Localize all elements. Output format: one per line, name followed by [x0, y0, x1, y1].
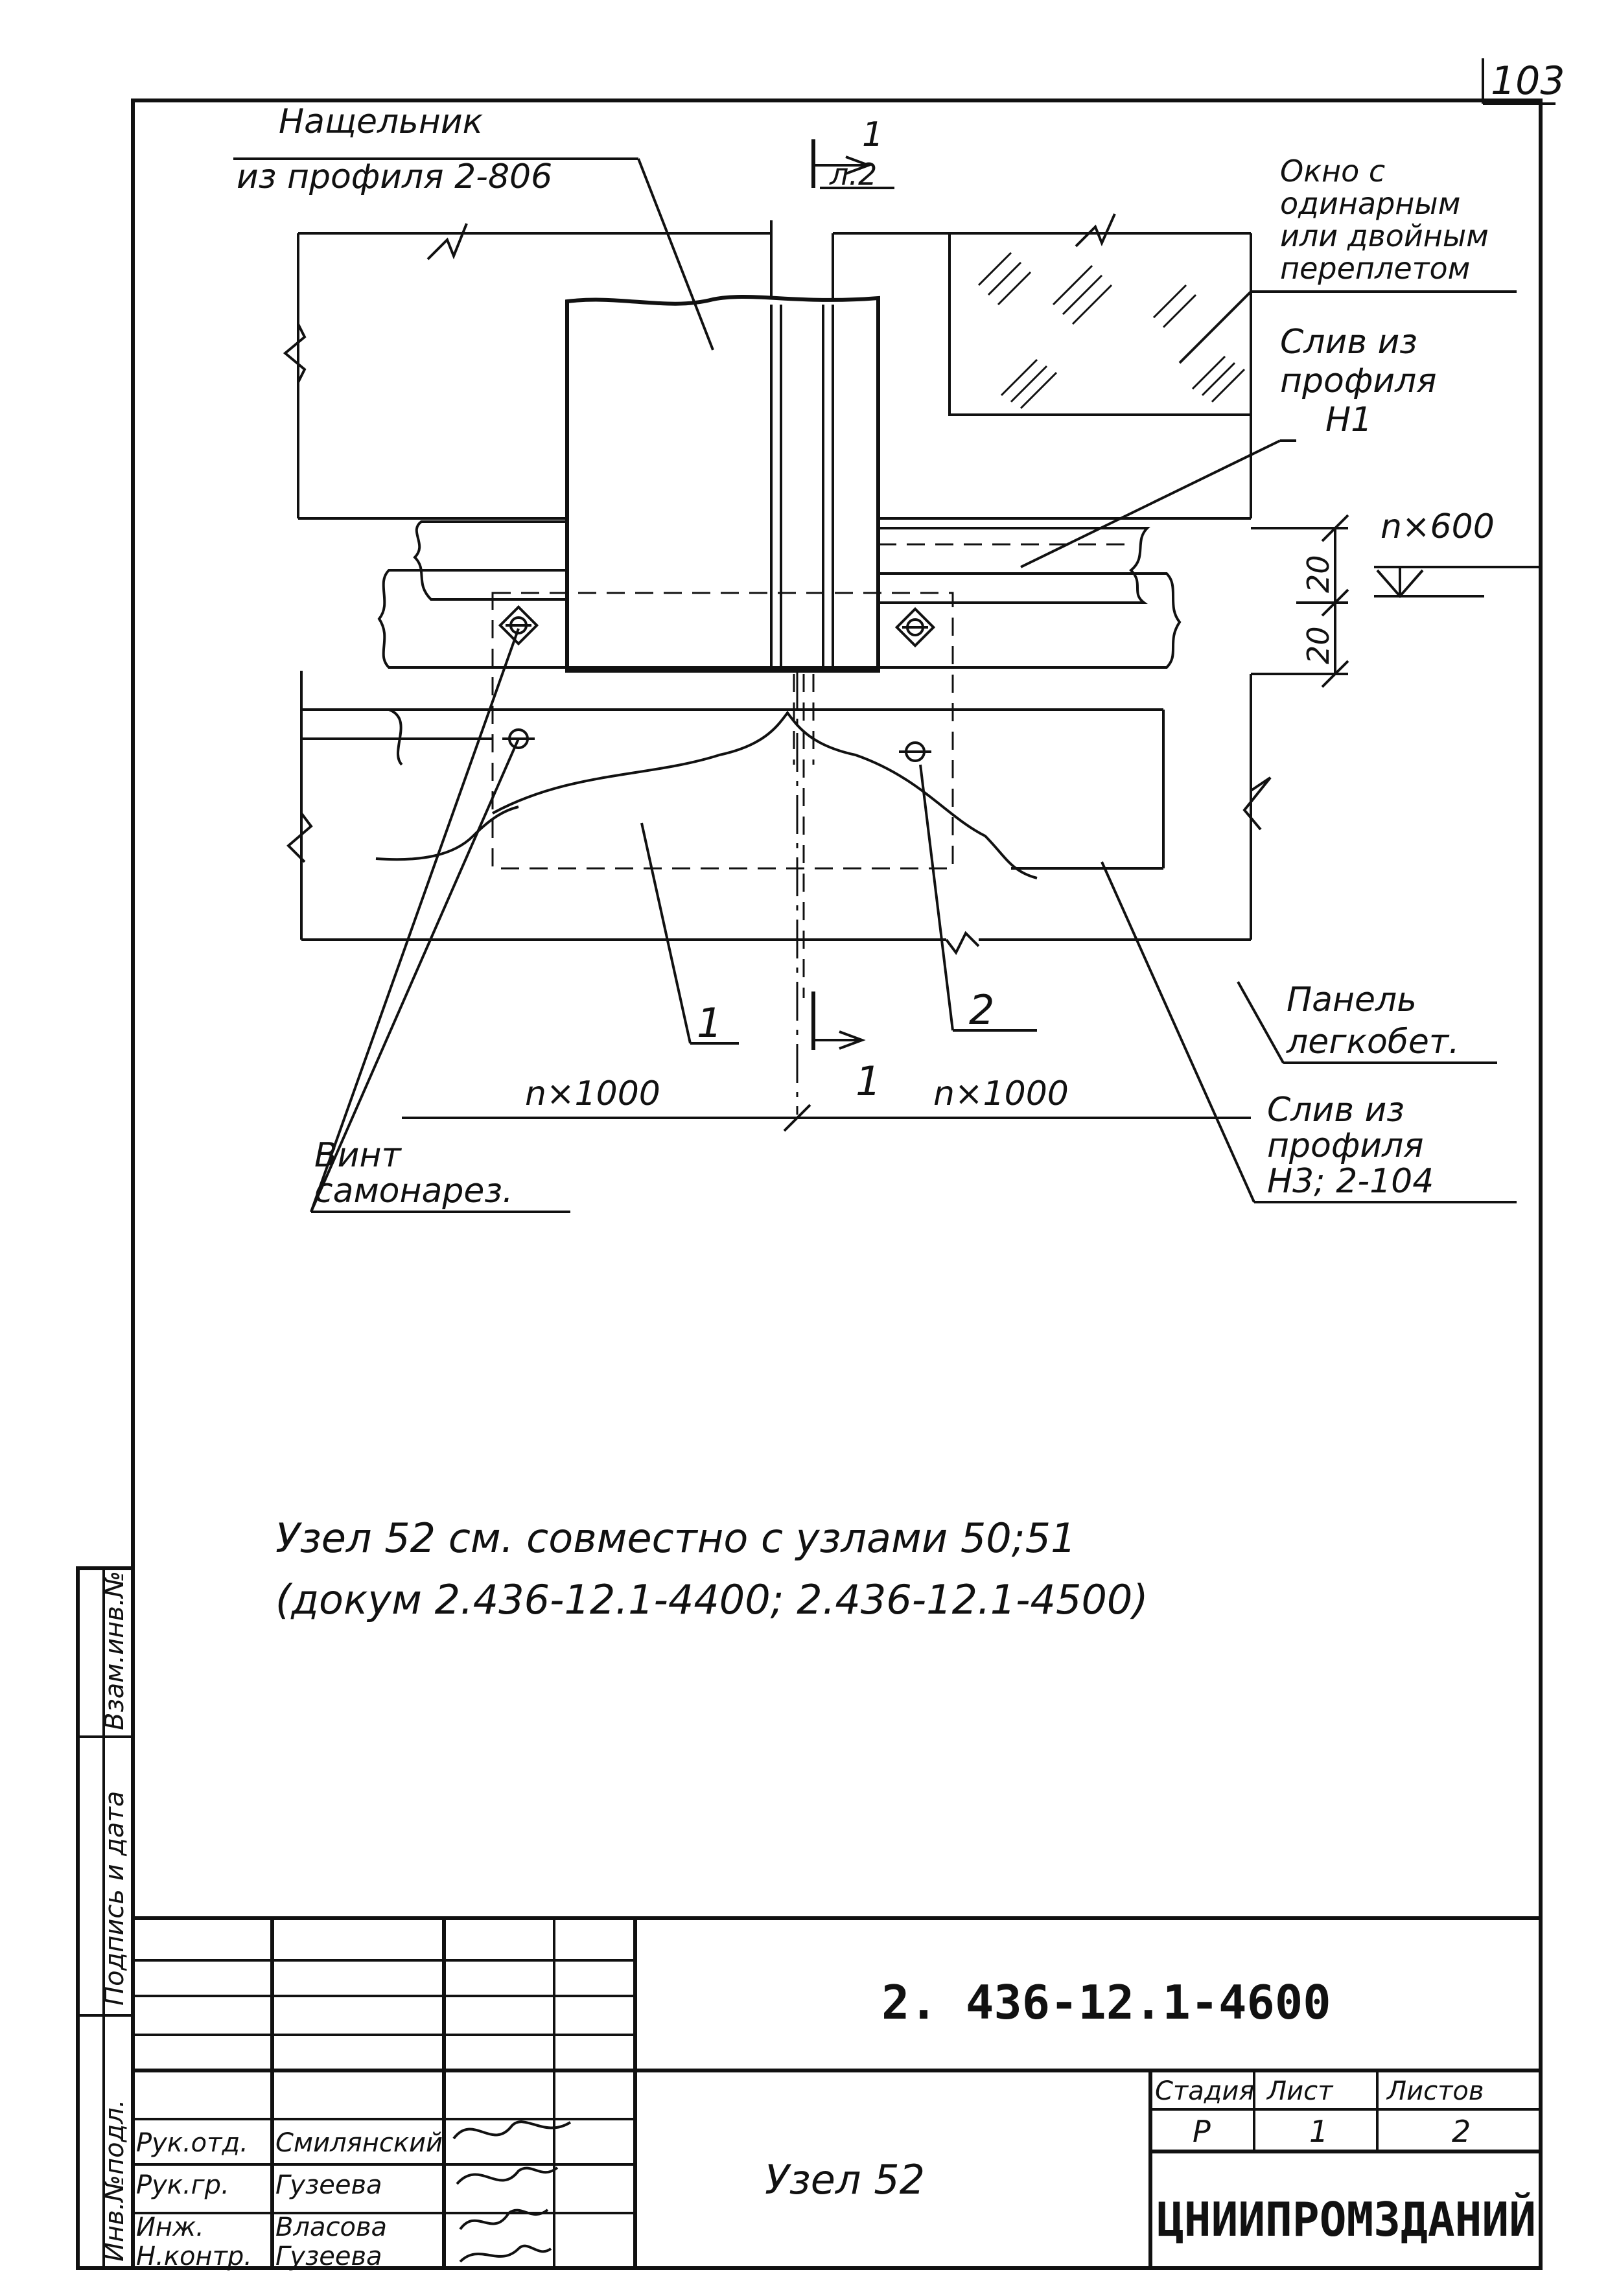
- sill-h3-left: [377, 569, 567, 669]
- window-frame: [948, 233, 1251, 416]
- label-sliv-h3-2: профиля: [1267, 1126, 1424, 1165]
- signature-1: [452, 2120, 572, 2140]
- leader-window: [1178, 290, 1252, 364]
- side-stamp-inv-repl: Взам.инв.№: [100, 1571, 130, 1730]
- tb-role-1: Рук.отд.: [136, 2128, 248, 2158]
- label-sliv-h3-1: Слив из: [1267, 1091, 1404, 1130]
- window-glass-hatching: [977, 251, 1246, 410]
- label-window-2: одинарным: [1280, 186, 1460, 221]
- side-stamp-sign-date: Подпись и дата: [100, 1791, 130, 2006]
- tb-name-4: Гузеева: [275, 2242, 382, 2271]
- tb-col-sheet: Лист: [1266, 2076, 1334, 2106]
- panel-break-line: [492, 710, 1038, 879]
- tb-signatures: [452, 2120, 572, 2263]
- label-section-top-num: 1: [862, 115, 883, 154]
- label-window-4: переплетом: [1280, 251, 1470, 286]
- tb-role-3: Инж.: [136, 2212, 204, 2242]
- label-panel-2: легкобет.: [1286, 1023, 1460, 1061]
- note-line-1: Узел 52 см. совместно с узлами 50;51: [275, 1514, 1077, 1562]
- screw-upper-right: [894, 607, 936, 648]
- tb-name-1: Смилянский: [275, 2128, 443, 2158]
- leader-2: [919, 764, 954, 1031]
- label-nashchelnik-2: из профиля 2-806: [237, 157, 552, 196]
- leader-1: [640, 822, 692, 1044]
- panel-left-edge: [301, 708, 403, 766]
- window-break: [1075, 213, 1116, 248]
- label-dim-nx1000-left: n×1000: [525, 1074, 660, 1113]
- dim-20-upper: 20: [1301, 555, 1336, 593]
- label-vint-2: самонарез.: [314, 1172, 513, 1211]
- leader-vint-2: [310, 738, 520, 1212]
- dim-tick-2: [1321, 588, 1349, 617]
- panel-left-bottom: [375, 806, 519, 861]
- screw-lower-right: [899, 741, 931, 762]
- drawing-frame: [131, 99, 1543, 2270]
- section-bottom-arrowhead: [839, 1030, 866, 1050]
- signature-2: [456, 2166, 559, 2185]
- side-stamp-inv-orig: Инв.№подл.: [100, 2099, 130, 2262]
- label-sliv-h3-3: Н3; 2-104: [1267, 1162, 1434, 1201]
- label-nashchelnik-1: Нащельник: [279, 102, 484, 141]
- tb-role-4: Н.контр.: [136, 2242, 252, 2271]
- sill-h1-right: [878, 527, 1150, 604]
- label-leader-2: 2: [969, 986, 994, 1034]
- tb-title: Узел 52: [765, 2156, 925, 2203]
- tb-name-3: Власова: [275, 2212, 387, 2242]
- leader-vint-1: [310, 628, 520, 1212]
- label-window-3: или двойным: [1280, 218, 1489, 253]
- leader-panel: [1237, 981, 1285, 1063]
- tb-stage: Р: [1193, 2114, 1211, 2149]
- label-sliv-h1-2: профиля: [1280, 362, 1437, 400]
- label-sliv-h1-3: Н1: [1325, 400, 1372, 439]
- dim-tick-3: [1321, 660, 1349, 688]
- label-vint-1: Винт: [314, 1136, 402, 1175]
- label-leader-1: 1: [697, 999, 722, 1047]
- flashing-hidden-outline: [491, 592, 954, 870]
- tb-col-sheets: Листов: [1386, 2076, 1484, 2106]
- screw-upper-left: [498, 605, 539, 646]
- title-block: 2. 436-12.1-4600 Узел 52 Рук.отд. Рук.гр…: [133, 1916, 1541, 2271]
- label-dim-nx600: n×600: [1381, 507, 1495, 546]
- tb-organization: ЦНИИПРОМЗДАНИЙ: [1157, 2192, 1536, 2247]
- ext-left-break: [286, 812, 313, 863]
- label-panel-1: Панель: [1287, 980, 1417, 1019]
- tb-name-2: Гузеева: [275, 2170, 382, 2200]
- tb-sheet: 1: [1309, 2114, 1328, 2149]
- note-line-2: (докум 2.436-12.1-4400; 2.436-12.1-4500): [275, 1576, 1148, 1623]
- section-top-arrowhead: [845, 156, 872, 175]
- sill-h1-left: [413, 520, 567, 601]
- label-section-bottom-num: 1: [856, 1058, 881, 1105]
- label-sliv-h1-1: Слив из: [1280, 323, 1417, 362]
- signature-4: [459, 2244, 552, 2263]
- wall-break-top: [426, 223, 468, 261]
- label-section-top-sheet: л.2: [829, 157, 877, 192]
- leader-sliv-h1: [1020, 439, 1281, 568]
- tb-doc-code: 2. 436-12.1-4600: [881, 1975, 1331, 2030]
- tb-sheets: 2: [1452, 2114, 1471, 2149]
- wall-break-left: [283, 323, 307, 383]
- level-arrowhead: [1376, 569, 1424, 599]
- ext-right-break: [1242, 776, 1272, 831]
- side-stamp: Взам.инв.№ Подпись и дата Инв.№подл.: [76, 1566, 135, 2270]
- signature-3: [459, 2209, 549, 2231]
- batten-strip: [565, 295, 880, 673]
- leader-sliv-h3: [1101, 861, 1255, 1203]
- node-drawing: 20 20: [233, 139, 1543, 1213]
- tb-col-stage: Стадия: [1155, 2076, 1254, 2106]
- sill-h3-right: [878, 572, 1182, 669]
- page-number: 103: [1491, 58, 1565, 104]
- leader-nashchelnik: [637, 158, 714, 351]
- dim-tick-1: [1321, 514, 1349, 542]
- label-window-1: Окно с: [1280, 154, 1385, 189]
- ext-bottom-break: [945, 931, 980, 955]
- label-dim-nx1000-right: n×1000: [933, 1074, 1069, 1113]
- dim-20-lower: 20: [1301, 626, 1336, 664]
- tb-role-2: Рук.гр.: [136, 2170, 229, 2200]
- dim-horiz-tick: [783, 1104, 811, 1132]
